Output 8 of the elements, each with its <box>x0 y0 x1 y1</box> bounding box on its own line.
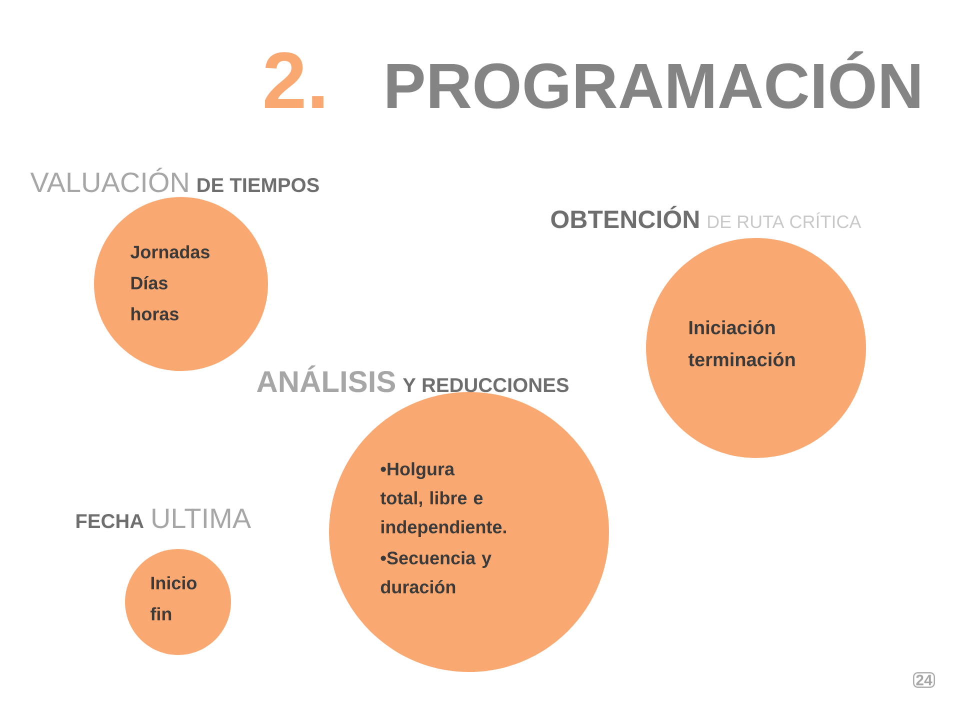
topic-heading: FECHA ULTIMA <box>76 508 252 528</box>
circle-topic: Inicio fin <box>125 549 231 655</box>
page-number: 24 <box>913 672 935 688</box>
title: PROGRAMACIÓN <box>388 51 920 109</box>
topic-heading: VALUACIÓN DE TIEMPOS <box>30 168 319 192</box>
circle-topic: Jornadas Días horas <box>94 197 268 371</box>
circle-topic: Iniciación terminación <box>646 238 866 458</box>
circle-topic: •Holgura total, libre e independiente. •Secuencia y duración <box>329 392 609 672</box>
